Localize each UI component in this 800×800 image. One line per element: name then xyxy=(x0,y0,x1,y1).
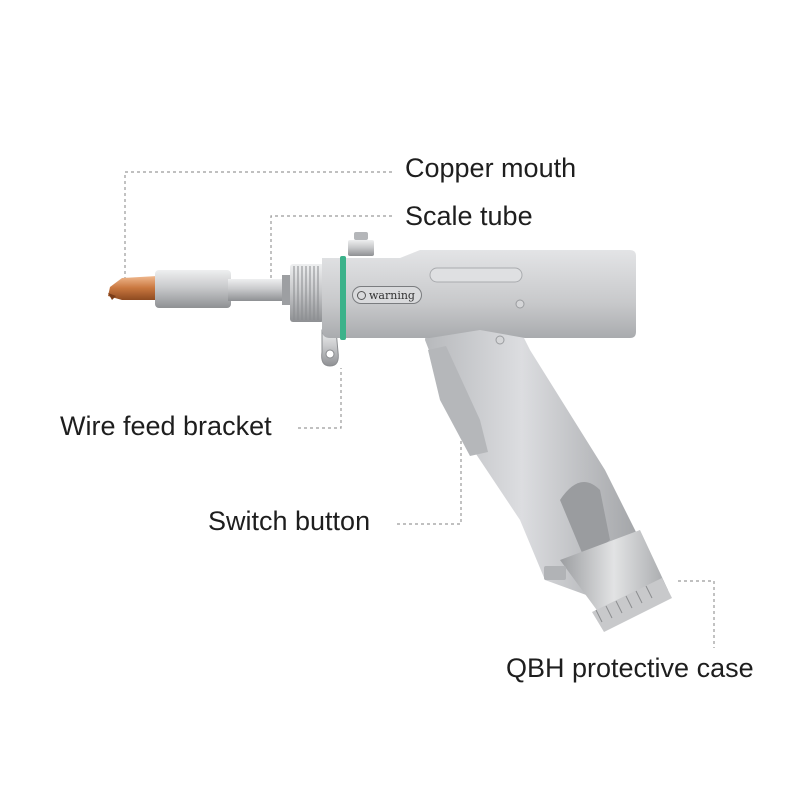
label-scale-tube: Scale tube xyxy=(405,201,533,231)
gun-body xyxy=(322,232,636,345)
leader-wire-feed-bracket xyxy=(298,368,342,429)
qbh-protective-case xyxy=(544,530,672,632)
warning-label: warning xyxy=(352,286,422,304)
copper-mouth xyxy=(108,276,157,300)
label-qbh-protective-case: QBH protective case xyxy=(506,653,754,683)
leader-copper-mouth xyxy=(124,171,392,282)
leader-switch-button xyxy=(397,430,462,525)
leader-qbh-case xyxy=(678,580,715,648)
warning-icon xyxy=(357,290,366,300)
leader-lines xyxy=(124,171,715,648)
wire-feed-bracket xyxy=(321,329,339,367)
nozzle-barrel xyxy=(155,270,292,308)
leader-scale-tube xyxy=(270,215,392,280)
warning-text: warning xyxy=(369,288,415,302)
scale-tube-collar xyxy=(290,264,324,322)
label-wire-feed-bracket: Wire feed bracket xyxy=(60,411,272,441)
accent-ring xyxy=(340,256,346,340)
label-copper-mouth: Copper mouth xyxy=(405,153,577,183)
label-switch-button: Switch button xyxy=(208,506,371,536)
gun-handle xyxy=(425,300,640,600)
